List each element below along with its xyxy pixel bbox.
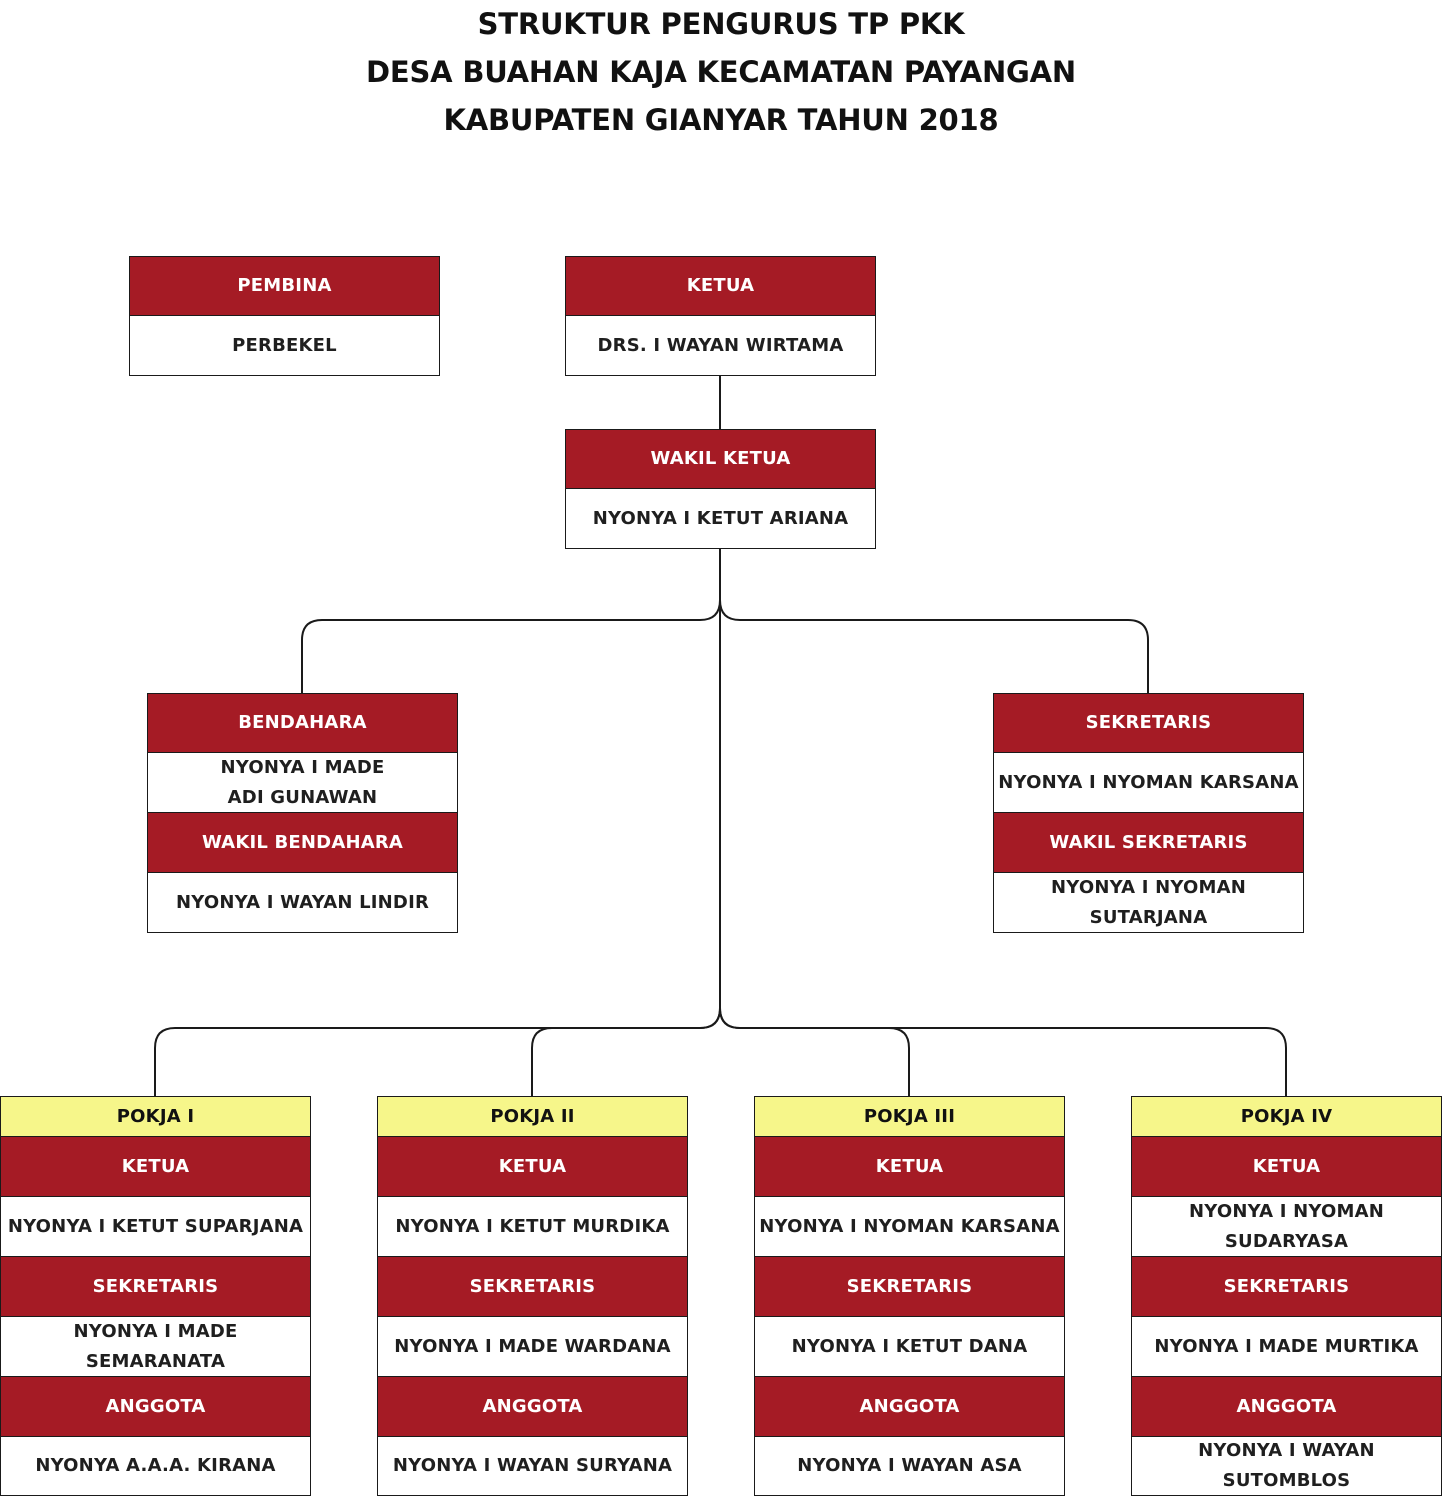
wakil-sekretaris-name-line-1: NYONYA I NYOMAN: [1051, 876, 1246, 898]
pokja-2-ketua-line-1: NYONYA I KETUT MURDIKA: [395, 1215, 670, 1237]
pokja-4-sekretaris-label: SEKRETARIS: [1131, 1256, 1442, 1317]
pokja-4-title: POKJA IV: [1131, 1096, 1442, 1137]
pembina-label: PEMBINA: [129, 256, 440, 316]
title-line-1: STRUKTUR PENGURUS TP PKK: [477, 7, 965, 41]
sekretaris-name: NYONYA I NYOMAN KARSANA: [993, 752, 1304, 813]
ketua-name: DRS. I WAYAN WIRTAMA: [565, 315, 876, 376]
connector-bendahara: [301, 599, 721, 694]
connector-pokja-1: [154, 1007, 721, 1097]
bendahara-label: BENDAHARA: [147, 693, 458, 753]
connector-sekretaris: [719, 599, 1149, 694]
bendahara-name-line-1: NYONYA I MADE: [220, 756, 385, 778]
pembina-name: PERBEKEL: [129, 315, 440, 376]
pokja-3-sekretaris-name: NYONYA I KETUT DANA: [754, 1316, 1065, 1377]
title-line-2: DESA BUAHAN KAJA KECAMATAN PAYANGAN: [366, 55, 1076, 89]
title-line-3: KABUPATEN GIANYAR TAHUN 2018: [443, 103, 999, 137]
pokja-3-sekretaris-label: SEKRETARIS: [754, 1256, 1065, 1317]
wakil-ketua-name: NYONYA I KETUT ARIANA: [565, 488, 876, 549]
pokja-4-ketua-label: KETUA: [1131, 1136, 1442, 1197]
pokja-3-ketua-name: NYONYA I NYOMAN KARSANA: [754, 1196, 1065, 1257]
pokja-3-anggota-name: NYONYA I WAYAN ASA: [754, 1436, 1065, 1496]
wakil-sekretaris-label: WAKIL SEKRETARIS: [993, 812, 1304, 873]
pokja-4-ketua-line-1: NYONYA I NYOMAN: [1189, 1200, 1384, 1222]
ketua-label: KETUA: [565, 256, 876, 316]
wakil-sekretaris-name: NYONYA I NYOMAN SUTARJANA: [993, 872, 1304, 933]
pokja-3-title: POKJA III: [754, 1096, 1065, 1137]
wakil-ketua-label: WAKIL KETUA: [565, 429, 876, 489]
sekretaris-label: SEKRETARIS: [993, 693, 1304, 753]
pokja-4-ketua-name: NYONYA I NYOMAN SUDARYASA: [1131, 1196, 1442, 1257]
pokja-1-anggota-label: ANGGOTA: [0, 1376, 311, 1437]
bendahara-name: NYONYA I MADE ADI GUNAWAN: [147, 752, 458, 813]
wakil-sekretaris-name-line-2: SUTARJANA: [1089, 906, 1208, 928]
pokja-2-ketua-name: NYONYA I KETUT MURDIKA: [377, 1196, 688, 1257]
connector-pokja-4: [719, 1007, 1287, 1097]
wakil-bendahara-label: WAKIL BENDAHARA: [147, 812, 458, 873]
pokja-1-anggota-name: NYONYA A.A.A. KIRANA: [0, 1436, 311, 1496]
pokja-3-ketua-line-1: NYONYA I NYOMAN KARSANA: [759, 1215, 1060, 1237]
wakil-bendahara-name: NYONYA I WAYAN LINDIR: [147, 872, 458, 933]
pokja-1-ketua-label: KETUA: [0, 1136, 311, 1197]
pokja-2-ketua-label: KETUA: [377, 1136, 688, 1197]
pokja-4-anggota-label: ANGGOTA: [1131, 1376, 1442, 1437]
pokja-4-sekretaris-name: NYONYA I MADE MURTIKA: [1131, 1316, 1442, 1377]
pokja-1-sekretaris-name: NYONYA I MADE SEMARANATA: [0, 1316, 311, 1377]
bendahara-name-line-2: ADI GUNAWAN: [227, 786, 378, 808]
pokja-2-anggota-name: NYONYA I WAYAN SURYANA: [377, 1436, 688, 1496]
pokja-1-ketua-name: NYONYA I KETUT SUPARJANA: [0, 1196, 311, 1257]
pokja-2-sekretaris-label: SEKRETARIS: [377, 1256, 688, 1317]
connector-pokja-3: [719, 1007, 910, 1097]
pokja-2-sekretaris-name: NYONYA I MADE WARDANA: [377, 1316, 688, 1377]
pokja-3-anggota-label: ANGGOTA: [754, 1376, 1065, 1437]
pokja-1-title: POKJA I: [0, 1096, 311, 1137]
chart-title: STRUKTUR PENGURUS TP PKK DESA BUAHAN KAJ…: [0, 0, 1442, 144]
pokja-2-anggota-label: ANGGOTA: [377, 1376, 688, 1437]
pokja-1-sekretaris-label: SEKRETARIS: [0, 1256, 311, 1317]
pokja-3-ketua-label: KETUA: [754, 1136, 1065, 1197]
pokja-2-title: POKJA II: [377, 1096, 688, 1137]
pokja-1-ketua-line-1: NYONYA I KETUT SUPARJANA: [7, 1215, 304, 1237]
connector-pokja-2: [531, 1007, 721, 1097]
pokja-4-ketua-line-2: SUDARYASA: [1224, 1230, 1349, 1252]
pokja-4-anggota-name: NYONYA I WAYAN SUTOMBLOS: [1131, 1436, 1442, 1496]
